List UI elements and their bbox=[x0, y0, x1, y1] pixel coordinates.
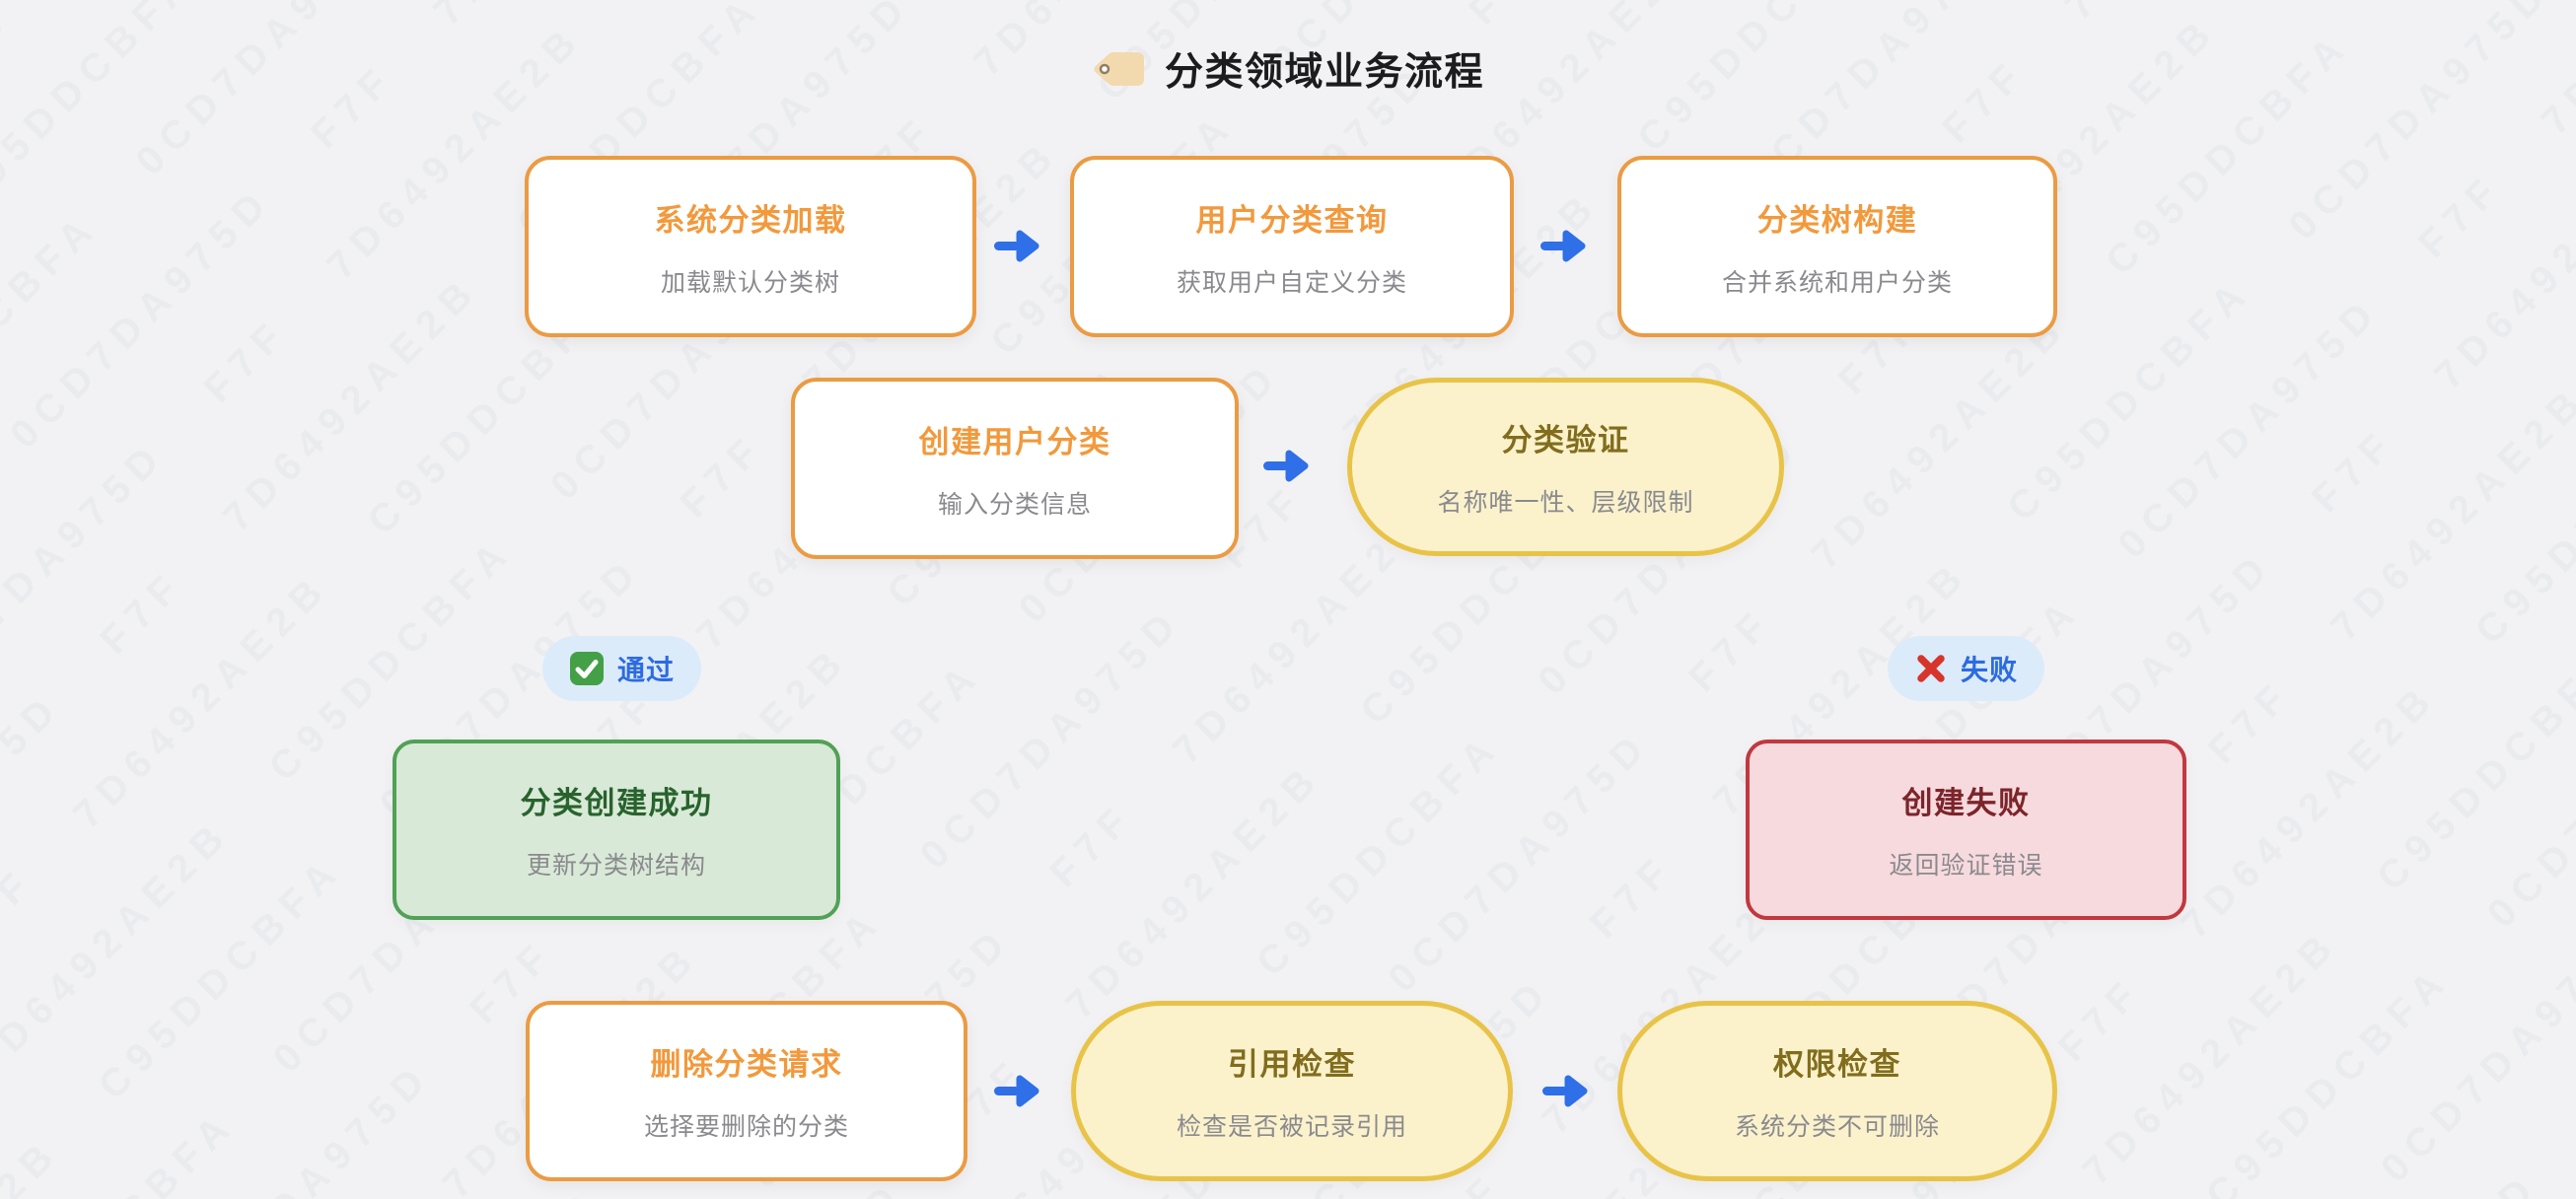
cross-icon bbox=[1914, 652, 1948, 685]
node-title: 删除分类请求 bbox=[650, 1047, 843, 1082]
node-subtitle: 名称唯一性、层级限制 bbox=[1437, 489, 1694, 517]
node-subtitle: 输入分类信息 bbox=[937, 490, 1092, 519]
page-title: 分类领域业务流程 bbox=[1164, 51, 1484, 94]
node-build-tree: 分类树构建 合并系统和用户分类 bbox=[1617, 156, 2057, 337]
node-title: 权限检查 bbox=[1773, 1047, 1901, 1082]
node-title: 用户分类查询 bbox=[1195, 202, 1389, 238]
node-subtitle: 更新分类树结构 bbox=[526, 852, 706, 880]
check-icon bbox=[569, 651, 605, 686]
node-ref-check: 引用检查 检查是否被记录引用 bbox=[1071, 1001, 1513, 1181]
arrow-right-icon bbox=[1263, 450, 1309, 482]
node-create-success: 分类创建成功 更新分类树结构 bbox=[393, 740, 840, 920]
node-title: 引用检查 bbox=[1228, 1047, 1356, 1082]
arrow-right-icon bbox=[994, 1075, 1039, 1107]
node-validate: 分类验证 名称唯一性、层级限制 bbox=[1347, 378, 1784, 556]
node-subtitle: 检查是否被记录引用 bbox=[1176, 1113, 1407, 1141]
arrow-right-icon bbox=[1540, 230, 1586, 262]
node-create-user: 创建用户分类 输入分类信息 bbox=[791, 378, 1239, 559]
node-subtitle: 系统分类不可删除 bbox=[1734, 1113, 1940, 1141]
node-subtitle: 加载默认分类树 bbox=[660, 268, 840, 297]
node-title: 系统分类加载 bbox=[654, 202, 847, 238]
node-subtitle: 选择要删除的分类 bbox=[643, 1113, 849, 1141]
fail-badge: 失败 bbox=[1888, 636, 2045, 701]
node-subtitle: 返回验证错误 bbox=[1889, 852, 2043, 880]
node-load-system: 系统分类加载 加载默认分类树 bbox=[525, 156, 976, 337]
tag-icon bbox=[1092, 49, 1147, 89]
node-title: 创建用户分类 bbox=[918, 424, 1111, 459]
pass-badge: 通过 bbox=[542, 636, 702, 701]
node-query-user: 用户分类查询 获取用户自定义分类 bbox=[1070, 156, 1514, 337]
page-header: 分类领域业务流程 bbox=[0, 41, 2576, 97]
badge-label: 失败 bbox=[1961, 655, 2019, 685]
node-delete-request: 删除分类请求 选择要删除的分类 bbox=[526, 1001, 967, 1181]
arrow-right-icon bbox=[1542, 1075, 1588, 1107]
node-subtitle: 合并系统和用户分类 bbox=[1721, 268, 1953, 297]
node-perm-check: 权限检查 系统分类不可删除 bbox=[1617, 1001, 2057, 1181]
badge-label: 通过 bbox=[617, 655, 676, 685]
node-create-fail: 创建失败 返回验证错误 bbox=[1746, 740, 2186, 920]
node-title: 分类验证 bbox=[1501, 423, 1630, 458]
arrow-right-icon bbox=[994, 230, 1039, 262]
node-title: 分类创建成功 bbox=[520, 786, 713, 820]
node-subtitle: 获取用户自定义分类 bbox=[1176, 268, 1407, 297]
node-title: 分类树构建 bbox=[1756, 202, 1918, 238]
node-title: 创建失败 bbox=[1901, 786, 2031, 820]
